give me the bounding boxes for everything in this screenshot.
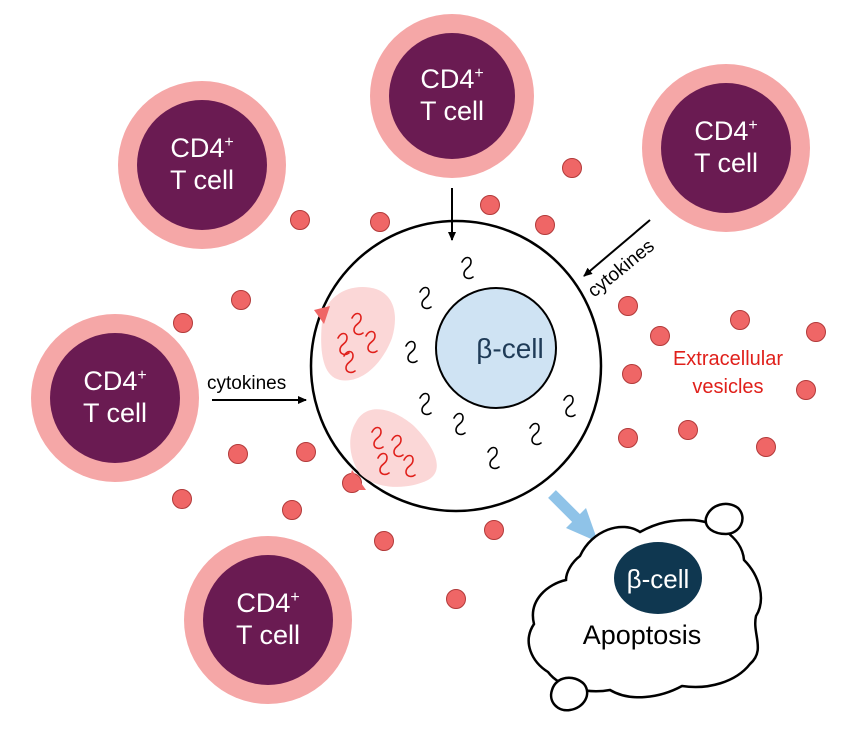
t-cell-nucleus: [661, 83, 791, 213]
t-cell-bottom: CD4+ T cell: [184, 536, 352, 704]
vesicle-dot: [562, 158, 582, 178]
rna-squiggle: [343, 350, 356, 374]
svg-text:CD4+: CD4+: [236, 588, 299, 618]
vesicle-dot: [535, 215, 555, 235]
vesicle-dot: [290, 210, 310, 230]
rna-squiggle: [461, 256, 474, 280]
t-cell-top-right: CD4+ T cell: [642, 64, 810, 232]
t-cell-type: T cell: [236, 620, 300, 650]
t-cell-type: T cell: [83, 398, 147, 428]
rna-squiggle: [371, 426, 384, 450]
rna-squiggle: [365, 330, 378, 354]
vesicle-dot: [650, 326, 670, 346]
vesicle-dot: [173, 313, 193, 333]
apoptotic-body-bottom: [549, 676, 589, 712]
vesicle-dot: [622, 364, 642, 384]
t-cell-nucleus: [50, 333, 180, 463]
t-cell-sup: +: [224, 134, 233, 151]
vesicle-dot: [228, 444, 248, 464]
vesicle-dot: [296, 442, 316, 462]
apoptotic-beta-label: β-cell: [627, 564, 690, 594]
rna-squiggle: [351, 312, 364, 336]
t-cell-left: CD4+ T cell: [31, 314, 199, 482]
rna-squiggle: [405, 340, 418, 364]
apoptosis-arrow: [548, 490, 598, 542]
beta-cell-label: β-cell: [476, 333, 543, 364]
vesicle-dot: [282, 500, 302, 520]
apoptosis-label: Apoptosis: [583, 620, 702, 650]
rna-squiggle: [529, 422, 542, 446]
ev-label-line1: Extracellular: [673, 348, 783, 370]
t-cell-name: CD4: [170, 133, 224, 163]
rna-squiggle: [419, 392, 432, 416]
t-cell-sup: +: [748, 117, 757, 134]
t-cell-top-center: CD4+ T cell: [370, 14, 534, 178]
rna-squiggle: [403, 454, 416, 478]
t-cell-name: CD4: [83, 366, 137, 396]
t-cell-type: T cell: [420, 96, 484, 126]
t-cell-name: CD4: [236, 588, 290, 618]
cytokines-label-left: cytokines: [207, 373, 286, 394]
t-cell-sup: +: [474, 65, 483, 82]
beta-cell: β-cell: [309, 219, 603, 513]
arrow-right-cytokines: [583, 219, 651, 277]
svg-text:CD4+: CD4+: [420, 64, 483, 94]
t-cell-type: T cell: [694, 148, 758, 178]
apoptotic-nucleus: [614, 542, 702, 614]
t-cell-nucleus: [137, 100, 267, 230]
vesicle-dot: [172, 489, 192, 509]
vesicle-dot: [618, 428, 638, 448]
vesicle-dot: [678, 420, 698, 440]
rna-squiggle: [377, 452, 390, 476]
vesicle-dot: [796, 380, 816, 400]
budding-vesicle-lower: [346, 470, 366, 490]
ev-label-line2: vesicles: [692, 376, 763, 398]
svg-text:CD4+: CD4+: [170, 133, 233, 163]
rna-squiggle: [563, 394, 576, 418]
vesicle-dot: [480, 195, 500, 215]
t-cell-name: CD4: [420, 64, 474, 94]
rna-squiggle: [337, 332, 350, 356]
rna-molecules: [337, 256, 576, 478]
vesicle-dot: [756, 437, 776, 457]
t-cell-type: T cell: [170, 165, 234, 195]
t-cell-top-left: CD4+ T cell: [118, 81, 286, 249]
vesicle-dot: [370, 212, 390, 232]
t-cell-sup: +: [290, 589, 299, 606]
t-cell-sup: +: [137, 367, 146, 384]
vesicle-dot: [806, 322, 826, 342]
rna-squiggle: [391, 434, 404, 458]
t-cell-name: CD4: [694, 116, 748, 146]
svg-text:CD4+: CD4+: [694, 116, 757, 146]
t-cell-nucleus: [203, 555, 333, 685]
apoptotic-beta-cell: β-cell Apoptosis: [527, 502, 763, 712]
rna-squiggle: [487, 446, 500, 470]
svg-text:CD4+: CD4+: [83, 366, 146, 396]
vesicle-dot: [484, 520, 504, 540]
rna-squiggle: [453, 412, 466, 436]
budding-vesicle-upper: [314, 306, 330, 324]
beta-cell-nucleus: [435, 287, 557, 409]
rna-squiggle: [419, 286, 432, 310]
multivesicular-body-lower: [350, 409, 437, 487]
vesicle-dot: [446, 589, 466, 609]
vesicle-dot: [374, 531, 394, 551]
t-cell-nucleus: [389, 33, 515, 159]
vesicle-dot: [231, 290, 251, 310]
apoptotic-body-top: [704, 502, 744, 536]
vesicle-dot: [618, 296, 638, 316]
vesicle-dot: [730, 310, 750, 330]
